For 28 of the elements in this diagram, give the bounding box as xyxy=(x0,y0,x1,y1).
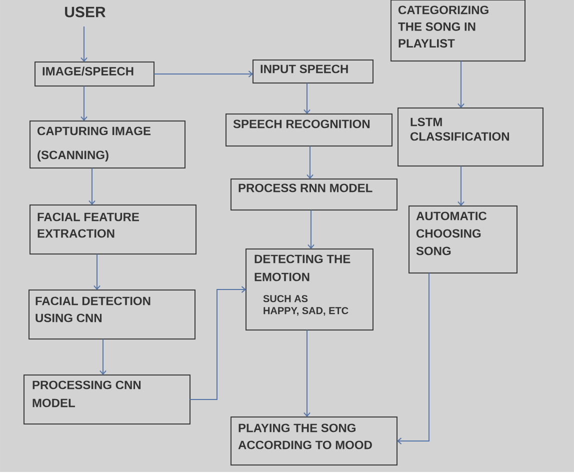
arrow xyxy=(190,286,246,400)
process-box: PROCESS RNN MODEL xyxy=(230,178,398,210)
process-box: FACIAL DETECTION USING CNN xyxy=(28,290,196,340)
process-box: DETECTING THE EMOTION SUCH AS HAPPY, SAD, ETC xyxy=(246,248,374,330)
process-box: LSTM CLASSIFICATION xyxy=(398,108,544,166)
arrow xyxy=(458,60,464,108)
arrow xyxy=(304,82,310,114)
process-box: AUTOMATIC CHOOSING SONG xyxy=(408,206,518,274)
arrow xyxy=(306,146,314,179)
arrow xyxy=(304,329,310,417)
process-box: FACIAL FEATURE EXTRACTION xyxy=(30,204,196,254)
arrow xyxy=(88,168,96,205)
process-box: SPEECH RECOGNITION xyxy=(226,114,392,146)
process-box: CATEGORIZING THE SONG IN PLAYLIST xyxy=(390,0,526,62)
arrow xyxy=(94,254,100,290)
process-box: CAPTURING IMAGE (SCANNING) xyxy=(30,120,186,168)
arrow xyxy=(100,338,106,375)
arrow xyxy=(80,26,88,62)
arrow xyxy=(80,86,88,121)
process-box: IMAGE/SPEECH xyxy=(34,62,154,86)
process-box: PLAYING THE SONG ACCORDING TO MOOD xyxy=(230,416,398,466)
process-box: INPUT SPEECH xyxy=(252,60,374,84)
arrow xyxy=(154,70,253,78)
process-box: PROCESSING CNN MODEL xyxy=(24,374,190,424)
start-label: USER xyxy=(65,6,106,18)
arrow xyxy=(308,210,314,249)
arrow xyxy=(458,166,464,206)
arrow xyxy=(397,272,430,444)
